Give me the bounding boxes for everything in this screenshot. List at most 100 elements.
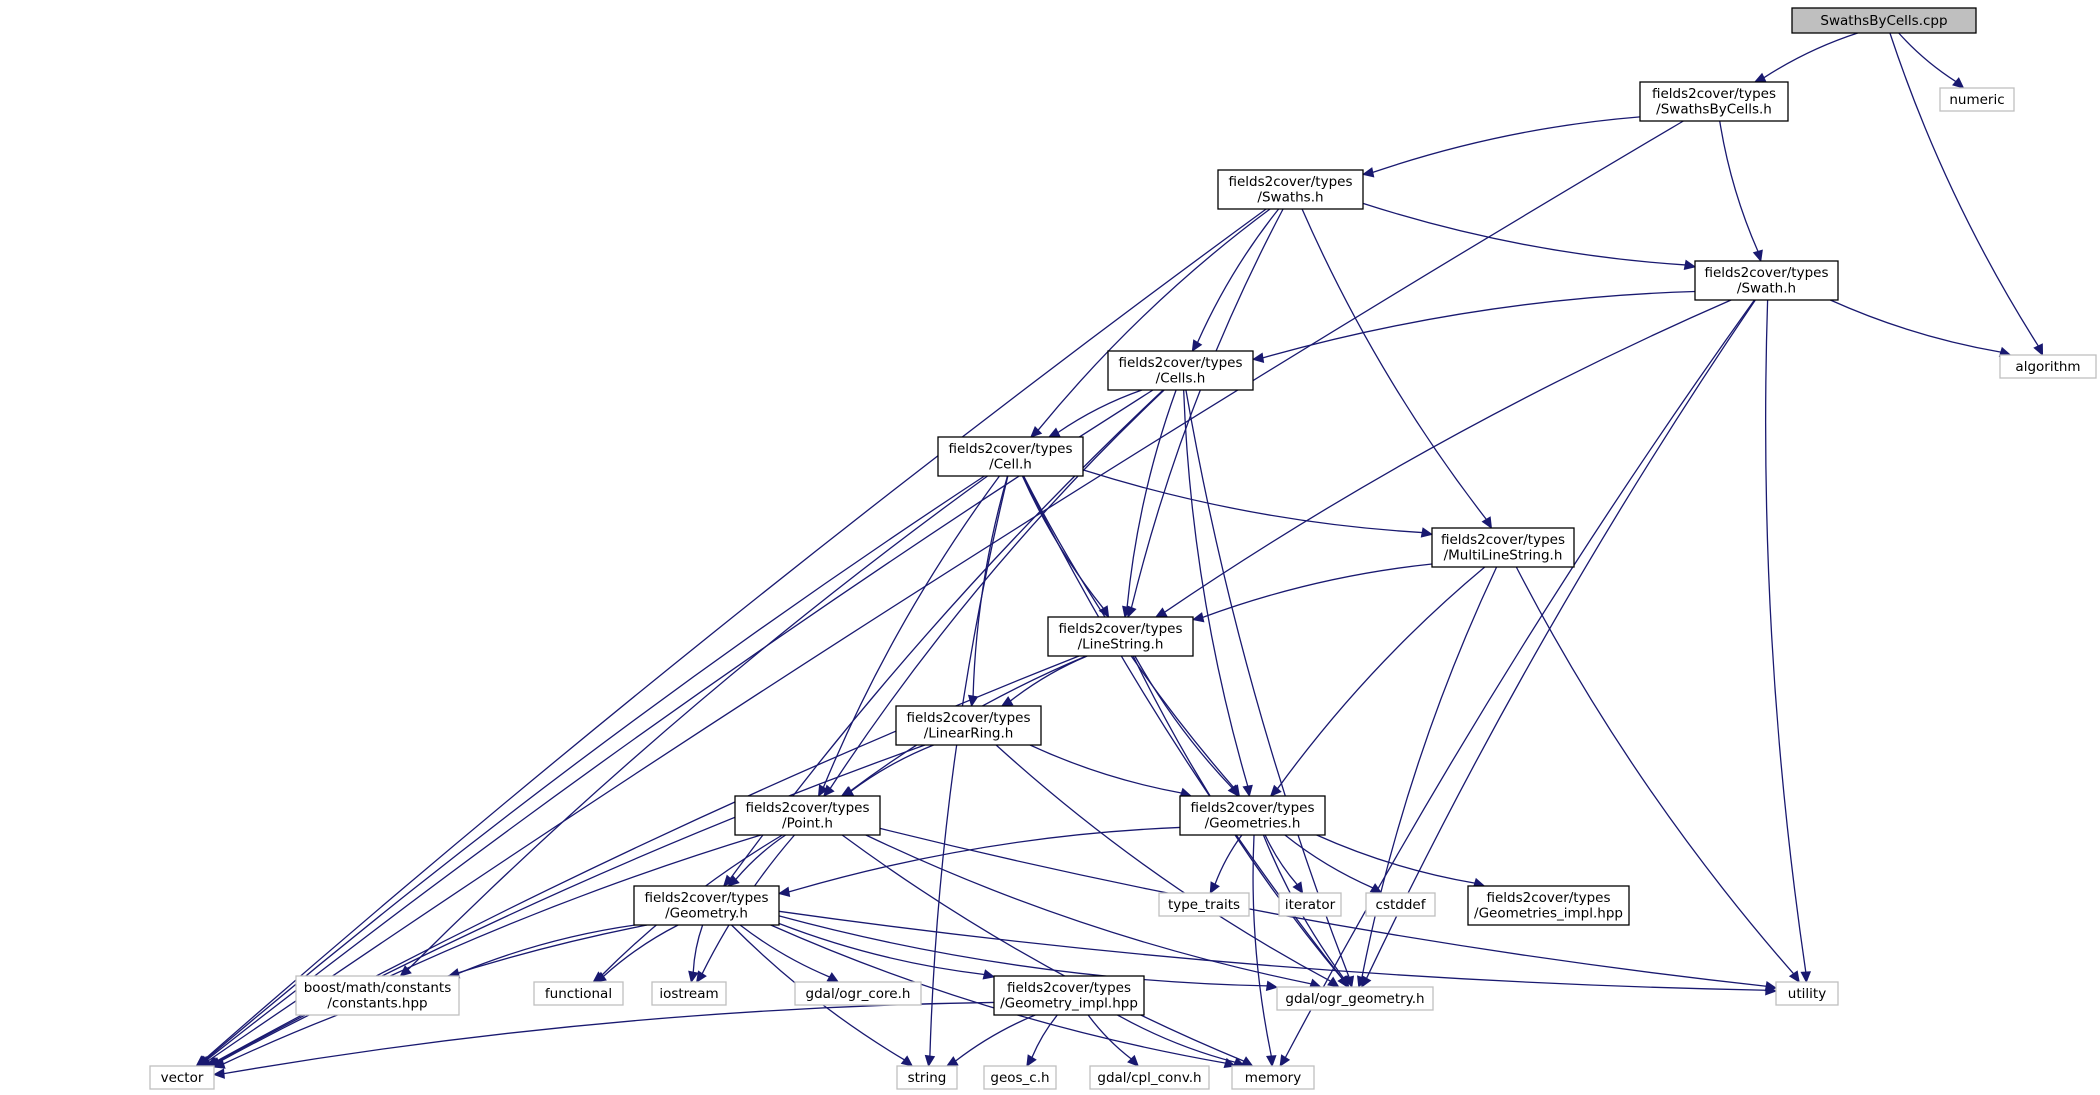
node-cell-h[interactable]: fields2cover/types/Cell.h bbox=[937, 436, 1084, 477]
node-box bbox=[1939, 87, 2015, 112]
node-box bbox=[1217, 169, 1364, 210]
node-box bbox=[794, 981, 922, 1006]
edge-swaths_h-to-cells_h bbox=[1191, 208, 1280, 353]
edge-line bbox=[1087, 1014, 1132, 1060]
edge-arrowhead-icon bbox=[399, 965, 412, 977]
node-label: fields2cover/types bbox=[1652, 86, 1776, 102]
edge-linestring_h-to-geometries_h bbox=[1134, 655, 1239, 797]
edge-geometries_h-to-type_traits bbox=[1209, 834, 1243, 895]
node-box bbox=[993, 975, 1145, 1016]
node-string[interactable]: string bbox=[896, 1065, 958, 1090]
edge-line bbox=[1082, 469, 1423, 534]
edge-multilinestring_h-to-utility bbox=[1515, 566, 1800, 984]
node-vector[interactable]: vector bbox=[149, 1065, 215, 1090]
edge-arrowhead-icon bbox=[1357, 975, 1368, 989]
node-algorithm[interactable]: algorithm bbox=[1999, 354, 2097, 379]
node-ogr-geometry[interactable]: gdal/ogr_geometry.h bbox=[1276, 986, 1434, 1011]
edge-arrowhead-icon bbox=[727, 875, 740, 887]
node-label: /Swath.h bbox=[1737, 281, 1796, 297]
node-label: fields2cover/types bbox=[1441, 532, 1565, 548]
node-label: type_traits bbox=[1168, 897, 1240, 913]
node-multilinestring-h[interactable]: fields2cover/types/MultiLineString.h bbox=[1431, 527, 1575, 568]
node-box bbox=[734, 795, 881, 836]
node-geometries-impl[interactable]: fields2cover/types/Geometries_impl.hpp bbox=[1467, 885, 1630, 926]
edge-line bbox=[1277, 566, 1486, 790]
node-label: gdal/ogr_core.h bbox=[806, 986, 911, 1002]
node-label: /Point.h bbox=[782, 816, 833, 832]
node-root[interactable]: SwathsByCells.cpp bbox=[1791, 7, 1977, 34]
node-point-h[interactable]: fields2cover/types/Point.h bbox=[734, 795, 881, 836]
node-type-traits[interactable]: type_traits bbox=[1158, 892, 1250, 917]
edge-root-to-numeric bbox=[1898, 32, 1965, 89]
edge-geometries_h-to-geometries_impl bbox=[1316, 834, 1486, 888]
node-box bbox=[1639, 81, 1789, 122]
edge-geometry_h-to-geometry_impl bbox=[778, 922, 996, 980]
node-box bbox=[1791, 7, 1977, 34]
node-linestring-h[interactable]: fields2cover/types/LineString.h bbox=[1047, 616, 1194, 657]
edge-line bbox=[879, 827, 1767, 987]
edge-line bbox=[204, 475, 985, 1061]
node-label: /Geometry.h bbox=[665, 906, 748, 922]
node-label: fields2cover/types bbox=[1228, 174, 1352, 190]
node-label: /LinearRing.h bbox=[924, 726, 1014, 742]
node-box bbox=[149, 1065, 215, 1090]
node-swaths-h[interactable]: fields2cover/types/Swaths.h bbox=[1217, 169, 1364, 210]
node-geometry-impl[interactable]: fields2cover/types/Geometry_impl.hpp bbox=[993, 975, 1145, 1016]
edge-geometries_h-to-memory bbox=[1252, 834, 1277, 1068]
node-label: /Swaths.h bbox=[1257, 190, 1323, 206]
node-label: /constants.hpp bbox=[327, 996, 427, 1012]
node-geometry-h[interactable]: fields2cover/types/Geometry.h bbox=[633, 885, 780, 926]
node-utility[interactable]: utility bbox=[1775, 981, 1839, 1006]
node-label: memory bbox=[1245, 1070, 1301, 1086]
edge-line bbox=[1719, 120, 1759, 252]
node-functional[interactable]: functional bbox=[533, 981, 624, 1006]
node-label: iostream bbox=[659, 986, 718, 1002]
node-cstddef[interactable]: cstddef bbox=[1365, 892, 1436, 917]
edge-line bbox=[1029, 744, 1182, 794]
edge-cell_h-to-boost_constants bbox=[399, 475, 988, 977]
edge-line bbox=[929, 475, 1009, 1057]
node-iostream[interactable]: iostream bbox=[651, 981, 727, 1006]
node-cpl-conv[interactable]: gdal/cpl_conv.h bbox=[1089, 1065, 1210, 1090]
edge-line bbox=[829, 389, 1165, 789]
node-cells-h[interactable]: fields2cover/types/Cells.h bbox=[1107, 350, 1254, 391]
edge-line bbox=[692, 924, 704, 973]
node-swathsbycells-h[interactable]: fields2cover/types/SwathsByCells.h bbox=[1639, 81, 1789, 122]
edge-arrowhead-icon bbox=[594, 971, 607, 983]
node-numeric[interactable]: numeric bbox=[1939, 87, 2015, 112]
node-geometries-h[interactable]: fields2cover/types/Geometries.h bbox=[1179, 795, 1326, 836]
edge-arrowhead-icon bbox=[900, 1055, 914, 1067]
edge-line bbox=[1202, 563, 1433, 618]
node-label: utility bbox=[1788, 986, 1826, 1002]
edge-arrowhead-icon bbox=[777, 886, 791, 898]
edge-arrowhead-icon bbox=[1753, 72, 1767, 83]
node-memory[interactable]: memory bbox=[1231, 1065, 1315, 1090]
node-swath-h[interactable]: fields2cover/types/Swath.h bbox=[1694, 260, 1839, 301]
node-boost-constants[interactable]: boost/math/constants/constants.hpp bbox=[295, 975, 460, 1016]
node-label: /MultiLineString.h bbox=[1444, 548, 1563, 564]
edge-line bbox=[203, 208, 1267, 1061]
edge-cell_h-to-multilinestring_h bbox=[1082, 469, 1434, 538]
edge-swaths_h-to-swath_h bbox=[1362, 202, 1697, 271]
node-label: /Geometries.h bbox=[1205, 816, 1301, 832]
node-box bbox=[1158, 892, 1250, 917]
node-label: geos_c.h bbox=[990, 1070, 1049, 1086]
edge-line bbox=[1284, 834, 1374, 889]
node-ogr-core[interactable]: gdal/ogr_core.h bbox=[794, 981, 922, 1006]
edge-line bbox=[972, 475, 1009, 697]
edge-arrowhead-icon bbox=[1481, 516, 1493, 530]
edge-geometries_h-to-geometry_h bbox=[777, 826, 1181, 898]
edge-arrowhead-icon bbox=[1030, 425, 1043, 438]
node-box bbox=[1047, 616, 1194, 657]
node-linearring-h[interactable]: fields2cover/types/LinearRing.h bbox=[895, 705, 1042, 746]
edge-linestring_h-to-linearring_h bbox=[1000, 655, 1088, 707]
node-iterator[interactable]: iterator bbox=[1278, 892, 1342, 917]
edge-geometry_h-to-iostream bbox=[688, 924, 704, 984]
node-geos-c[interactable]: geos_c.h bbox=[983, 1065, 1057, 1090]
node-box bbox=[937, 436, 1084, 477]
edge-arrowhead-icon bbox=[688, 970, 699, 984]
edge-line bbox=[1031, 1014, 1058, 1058]
edge-point_h-to-geometry_h bbox=[727, 834, 786, 887]
edge-arrowhead-icon bbox=[1788, 970, 1800, 984]
